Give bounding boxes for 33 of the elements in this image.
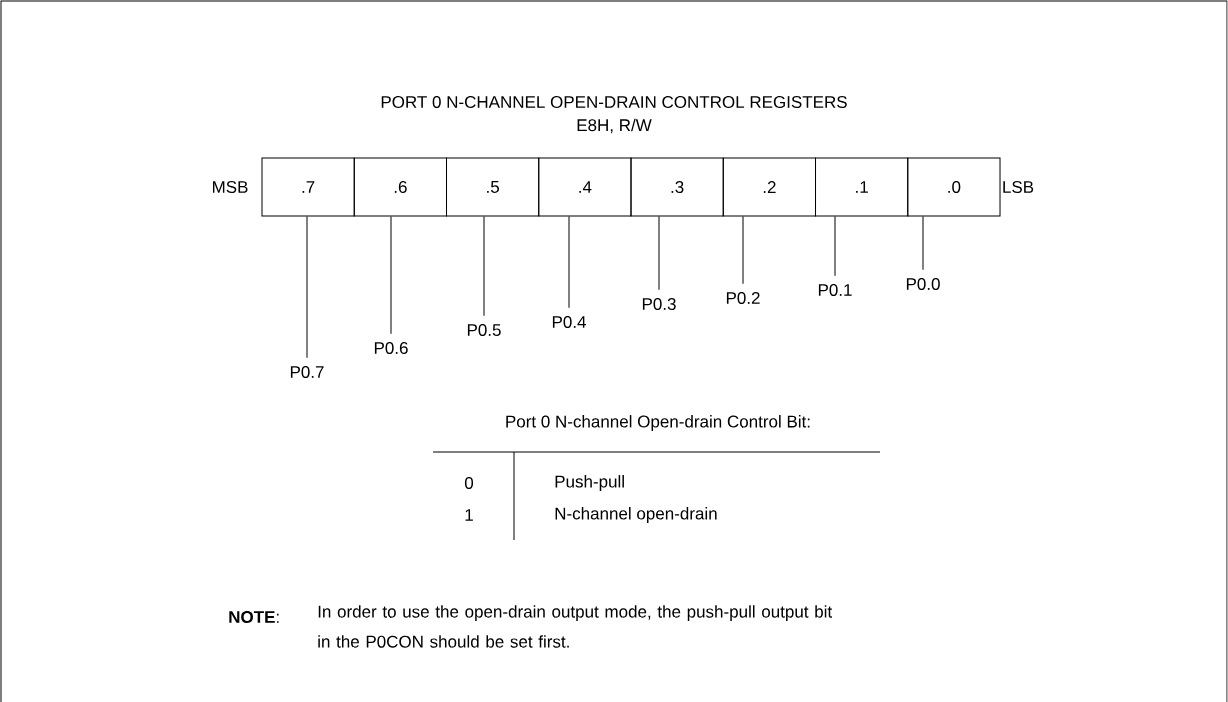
pin-label: P0.4 bbox=[552, 316, 586, 328]
bit-cell: .7 bbox=[261, 157, 355, 217]
pin-line bbox=[742, 216, 744, 285]
pin-line bbox=[568, 216, 570, 309]
pin-line bbox=[390, 216, 392, 335]
pin-label: P0.3 bbox=[642, 298, 676, 310]
pin-line bbox=[483, 216, 485, 317]
table-cell: 0 bbox=[464, 477, 474, 489]
bit-cell: .0 bbox=[907, 157, 1001, 217]
bit-cell: .1 bbox=[815, 157, 909, 217]
table-cell: 1 bbox=[465, 509, 473, 521]
note-label: NOTE: bbox=[229, 611, 279, 623]
bit-cell: .4 bbox=[538, 157, 632, 217]
pin-label: P0.7 bbox=[290, 366, 324, 378]
table-heading: Port 0 N-channel Open-drain Control Bit: bbox=[506, 415, 810, 431]
pin-line bbox=[834, 216, 836, 277]
pin-line bbox=[922, 216, 924, 271]
pin-label: P0.1 bbox=[818, 284, 852, 296]
table-cell: N-channel open-drain bbox=[555, 507, 717, 523]
pin-line bbox=[306, 216, 308, 359]
pin-label: P0.5 bbox=[467, 324, 501, 336]
bit-cell: .6 bbox=[353, 157, 447, 217]
pin-label: P0.0 bbox=[906, 278, 940, 290]
table-cell: Push-pull bbox=[555, 475, 624, 491]
bit-cell: .3 bbox=[630, 157, 724, 217]
bit-cell: .2 bbox=[722, 157, 816, 217]
pin-line bbox=[658, 216, 660, 291]
bit-cell: .5 bbox=[446, 157, 540, 217]
pin-label: P0.2 bbox=[726, 292, 760, 304]
title: PORT 0 N-CHANNEL OPEN-DRAIN CONTROL REGISTERS bbox=[381, 95, 847, 108]
register-address: E8H, R/W bbox=[577, 118, 652, 134]
pin-label: P0.6 bbox=[374, 342, 408, 354]
note-text: In order to use the open-drain output mode, the push-pull output bit in the P0CON should be set first. bbox=[318, 605, 833, 648]
